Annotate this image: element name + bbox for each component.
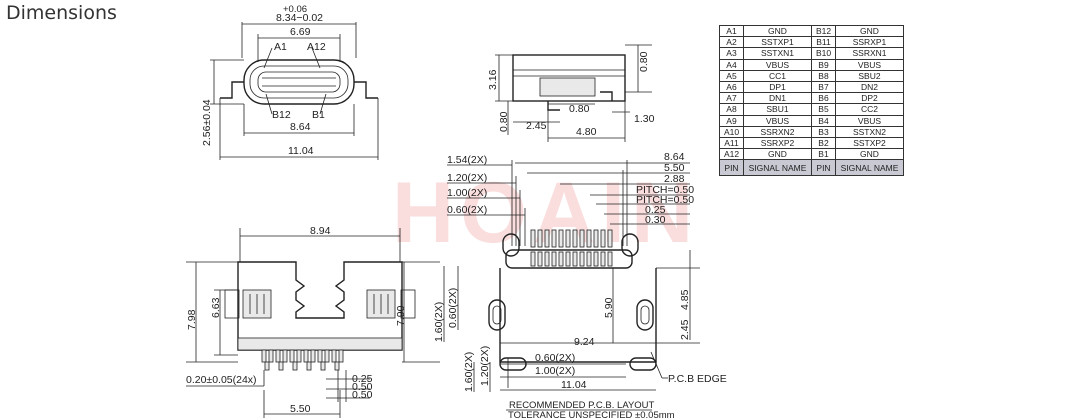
top-height: 2.56±0.04 (201, 99, 213, 146)
pcb-mount-top-left (502, 233, 520, 257)
pcb-r030: 0.30 (645, 214, 666, 226)
bottom-h790: 7.90 (395, 305, 407, 326)
pcb-bv120: 1.20(2X) (479, 346, 491, 386)
pcb-note-tolerance: TOLERANCE UNSPECIFIED ±0.05mm (508, 410, 675, 420)
pcb-b1104: 11.04 (561, 379, 587, 391)
top-view: +0.06 8.34−0.02 6.69 A1 A12 B12 B1 8.64 … (201, 4, 379, 160)
side-h080-left: 0.80 (498, 111, 510, 132)
pcb-mount-mid-left (488, 299, 506, 331)
pcb-r288: 2.88 (664, 173, 685, 185)
top-base: 8.64 (290, 121, 311, 133)
pcb-layout: 1.54(2X) 1.20(2X) 1.00(2X) 0.60(2X) 8.64… (433, 151, 727, 420)
pcb-v160: 1.60(2X) (433, 302, 445, 342)
pcb-mount-mid-right (636, 299, 654, 331)
pcb-mount-top-right (621, 233, 639, 257)
bottom-p025: 0.25 (352, 373, 373, 385)
top-width-main: 8.34−0.02 (276, 12, 323, 24)
bottom-w550: 5.50 (290, 403, 311, 415)
pcb-l060: 0.60(2X) (447, 204, 487, 216)
side-w480: 4.80 (576, 126, 597, 138)
pcb-w924: 9.24 (574, 336, 595, 348)
pcb-l120: 1.20(2X) (447, 172, 487, 184)
bottom-pins (261, 349, 344, 371)
side-view: 3.16 0.80 0.80 0.80 2.45 1.30 4.80 (487, 44, 655, 142)
pcb-v485: 4.85 (679, 289, 691, 310)
bottom-h798: 7.98 (186, 309, 198, 330)
side-w130: 1.30 (634, 113, 655, 125)
bottom-w894: 8.94 (310, 225, 331, 237)
pcb-pad-rows (530, 229, 613, 267)
bottom-p050b: 0.50 (352, 389, 373, 401)
label-b12: B12 (272, 109, 291, 121)
bottom-pins-label: 0.20±0.05(24x) (186, 374, 257, 386)
pcb-b100: 1.00(2X) (535, 365, 575, 377)
pcb-v245: 2.45 (679, 319, 691, 340)
pcb-edge-label: P.C.B EDGE (668, 373, 727, 385)
pcb-pitch1: PITCH=0.50 (636, 184, 694, 196)
top-overall: 11.04 (288, 145, 314, 157)
bottom-h663: 6.63 (210, 297, 222, 318)
pcb-v060: 0.60(2X) (447, 288, 459, 328)
pcb-bv160: 1.60(2X) (463, 352, 475, 392)
label-a1: A1 (274, 41, 287, 53)
pcb-v590: 5.90 (603, 297, 615, 318)
pcb-pitch2: PITCH=0.50 (636, 194, 694, 206)
page-title: Dimensions (6, 2, 117, 24)
top-inner: 6.69 (290, 26, 311, 38)
watermark: HOAIN (392, 165, 699, 261)
top-tol: +0.06 (283, 4, 307, 15)
side-h080-right: 0.80 (638, 51, 650, 72)
bottom-p050a: 0.50 (352, 381, 373, 393)
side-h316: 3.16 (487, 69, 499, 90)
label-b1: B1 (312, 109, 325, 121)
label-a12: A12 (307, 41, 326, 53)
pcb-r025: 0.25 (645, 204, 666, 216)
pcb-r550: 5.50 (664, 162, 685, 174)
pcb-note-layout: RECOMMENDED P.C.B. LAYOUT (509, 400, 655, 411)
side-w080: 0.80 (569, 103, 590, 115)
pcb-r864: 8.64 (664, 151, 685, 163)
pcb-l154: 1.54(2X) (447, 154, 487, 166)
side-w245: 2.45 (526, 120, 547, 132)
pcb-l100: 1.00(2X) (447, 187, 487, 199)
pcb-b060: 0.60(2X) (535, 352, 575, 364)
bottom-view: 8.94 (186, 225, 440, 418)
